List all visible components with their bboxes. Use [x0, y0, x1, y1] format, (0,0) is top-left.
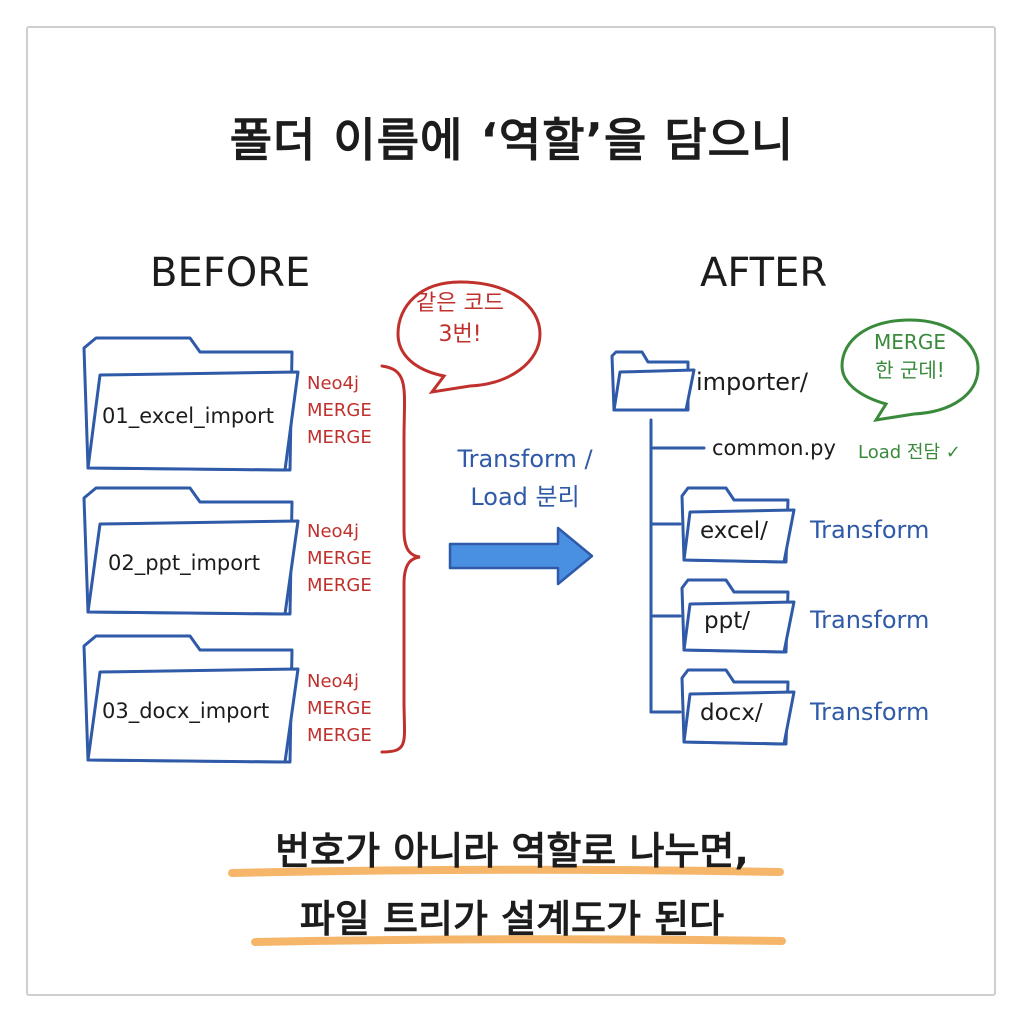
speech-bubble-green [840, 318, 980, 422]
note-neo4j: Neo4j [307, 521, 360, 542]
root-folder-icon [610, 350, 696, 412]
note-merge: MERGE [307, 400, 372, 421]
docx-folder-icon [680, 668, 796, 746]
before-notes-1: Neo4j MERGE MERGE [307, 370, 372, 451]
before-folder-icon-3 [82, 634, 300, 764]
transform-load-line-2: Load 분리 [470, 483, 580, 511]
before-folder-name-3: 03_docx_import [102, 699, 270, 723]
excel-folder-name: excel/ [700, 518, 768, 544]
root-folder-name: importer/ [696, 368, 808, 396]
highlight-stroke-1 [228, 865, 784, 877]
before-notes-2: Neo4j MERGE MERGE [307, 518, 372, 599]
speech-bubble-red [396, 280, 542, 395]
page-title: 폴더 이름에 ‘역할’을 담으니 [229, 113, 795, 167]
note-neo4j: Neo4j [307, 373, 360, 394]
transform-load-label: Transform / Load 분리 [430, 440, 620, 516]
ppt-folder-icon [680, 578, 796, 654]
tree-lines [649, 418, 706, 714]
bubble-green-line-2: 한 군데! [875, 358, 945, 382]
note-merge: MERGE [307, 698, 372, 719]
before-folder-name-2: 02_ppt_import [108, 551, 260, 575]
excel-folder-note: Transform [810, 516, 930, 544]
summary-line-1: 번호가 아니라 역할로 나누면, [275, 829, 749, 873]
summary-line-2: 파일 트리가 설계도가 된다 [299, 897, 725, 941]
before-folder-icon-2 [82, 486, 300, 616]
before-label: BEFORE [150, 250, 311, 296]
bubble-red-line-2: 3번! [438, 322, 482, 347]
curly-brace [380, 364, 421, 754]
bubble-red-text: 같은 코드 3번! [398, 288, 522, 350]
note-merge: MERGE [307, 725, 372, 746]
bubble-green-text: MERGE 한 군데! [840, 328, 980, 384]
before-folder-icon-1 [82, 336, 300, 472]
excel-folder-icon [680, 486, 796, 564]
note-merge: MERGE [307, 575, 372, 596]
before-folder-name-1: 01_excel_import [102, 404, 274, 428]
common-file-name: common.py [712, 436, 836, 460]
transform-load-line-1: Transform / [457, 445, 593, 473]
note-merge: MERGE [307, 427, 372, 448]
docx-folder-name: docx/ [700, 700, 763, 726]
note-neo4j: Neo4j [307, 671, 360, 692]
common-file-note: Load 전담 ✓ [858, 442, 961, 463]
right-arrow [448, 526, 594, 586]
ppt-folder-name: ppt/ [704, 608, 750, 634]
bubble-green-line-1: MERGE [874, 330, 946, 354]
note-merge: MERGE [307, 548, 372, 569]
ppt-folder-note: Transform [810, 606, 930, 634]
after-label: AFTER [700, 250, 828, 296]
before-notes-3: Neo4j MERGE MERGE [307, 668, 372, 749]
highlight-stroke-2 [251, 935, 786, 946]
docx-folder-note: Transform [810, 698, 930, 726]
bubble-red-line-1: 같은 코드 [416, 291, 504, 316]
